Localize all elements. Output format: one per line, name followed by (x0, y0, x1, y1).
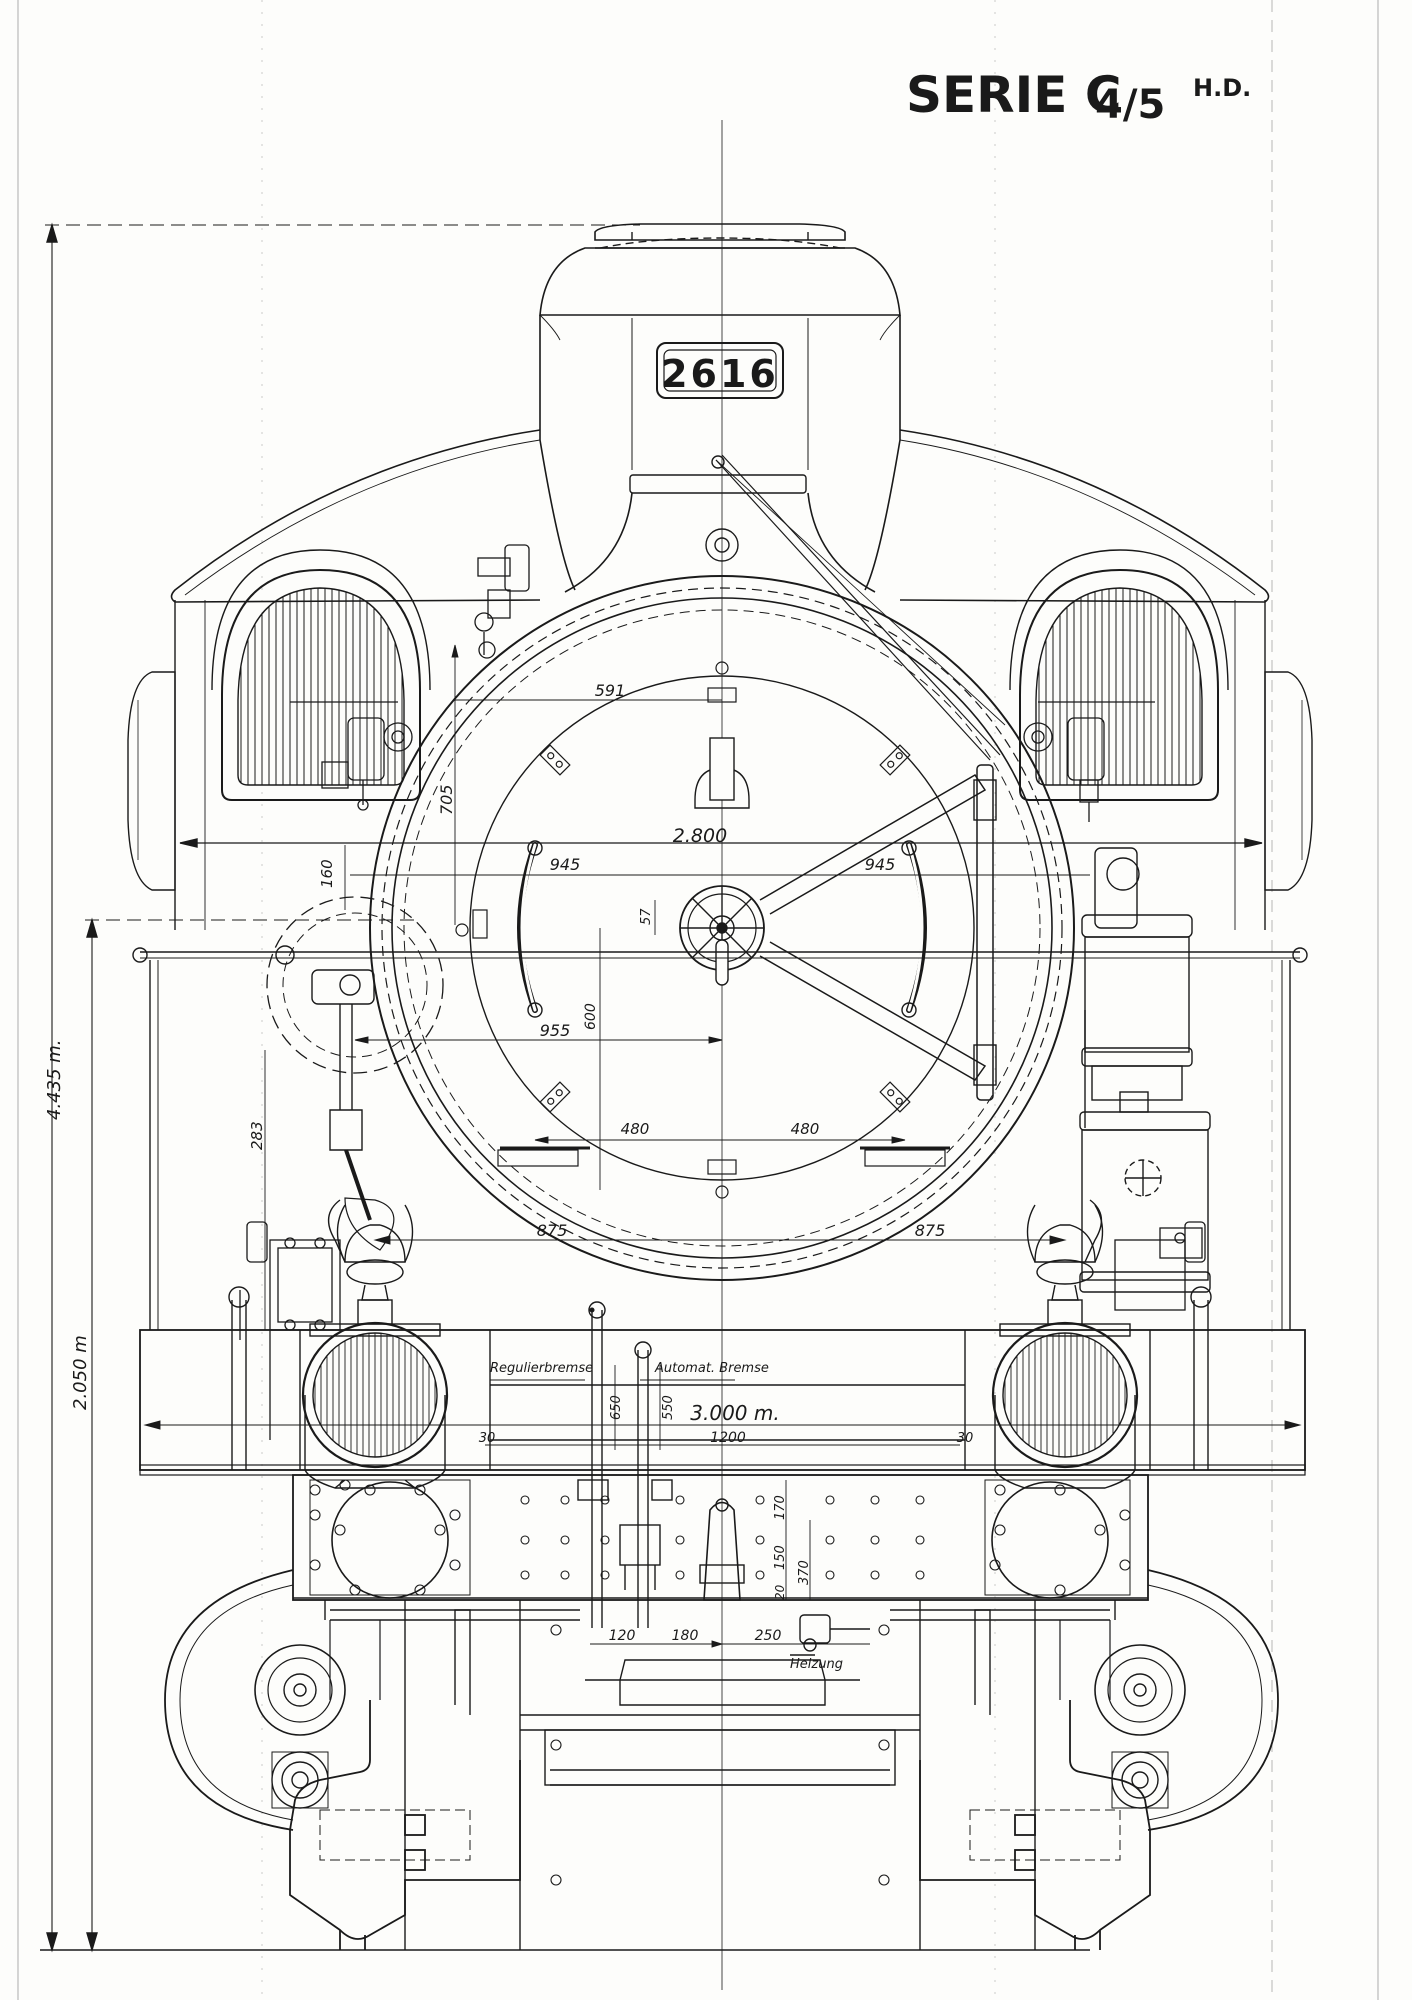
dim-250: 250 (755, 1628, 782, 1644)
dim-480-left: 480 (621, 1120, 650, 1138)
locomotive-number: 2616 (661, 352, 779, 396)
dim-875-right: 875 (915, 1221, 946, 1240)
dim-945-right: 945 (865, 855, 896, 874)
dim-150: 150 (773, 1545, 788, 1570)
dim-650: 650 (609, 1395, 624, 1420)
brake-pipes (324, 1301, 1116, 1656)
dim-3000: 3.000 m. (690, 1401, 779, 1425)
door-clamps (455, 661, 950, 1199)
dim-170: 170 (773, 1495, 788, 1520)
dim-30-right: 30 (957, 1431, 974, 1446)
series-fraction: 4/5 (1095, 82, 1165, 128)
dim-875-left: 875 (537, 1221, 568, 1240)
dim-283: 283 (248, 1121, 266, 1150)
dim-57: 57 (639, 908, 654, 925)
right-headlamp (991, 1204, 1139, 1489)
dim-2800: 2.800 (673, 825, 727, 847)
door-lever-arm (715, 454, 1006, 1101)
right-valve-group (1023, 701, 1155, 822)
right-cylinder-cover (1114, 1221, 1206, 1311)
dim-1200: 1200 (710, 1430, 746, 1446)
dim-705: 705 (437, 784, 456, 815)
dim-591: 591 (595, 681, 626, 700)
right-cab-window (1009, 549, 1229, 801)
smokebox-door (469, 675, 975, 1181)
number-plate (656, 342, 784, 399)
right-side-lamp (1264, 671, 1313, 891)
left-valve-group (290, 544, 530, 811)
chimney (539, 223, 901, 593)
smokebox (369, 575, 1075, 1281)
series-title: SERIE C (906, 66, 1122, 124)
buffer-beam (139, 1286, 1306, 1476)
lower-buffer-plate (292, 1474, 1149, 1601)
right-bogie-wheel (1094, 1569, 1279, 1831)
front-frame (404, 1600, 1036, 1950)
dim-945-left: 945 (550, 855, 581, 874)
dimension-lines (143, 644, 1302, 1648)
label-regulierbremse: Regulierbremse (490, 1361, 593, 1376)
dim-20: 20 (773, 1584, 787, 1600)
left-cab-window (211, 549, 431, 801)
left-cylinder-cover (239, 1221, 341, 1440)
left-life-guard (289, 1700, 521, 1950)
dim-370: 370 (797, 1560, 812, 1585)
dim-180: 180 (672, 1628, 699, 1644)
dim-480-right: 480 (791, 1120, 820, 1138)
dim-160: 160 (318, 859, 336, 888)
label-automat-bremse: Automat. Bremse (654, 1361, 769, 1376)
dim-550: 550 (661, 1395, 676, 1420)
left-side-lamp (127, 671, 176, 891)
dim-955: 955 (540, 1021, 571, 1040)
air-pump (1079, 847, 1211, 1293)
rivets (309, 1307, 1131, 1886)
overall-height-label: 4.435 m. (44, 1039, 65, 1120)
left-bogie-wheel (164, 1569, 346, 1831)
series-suffix: H.D. (1193, 74, 1251, 102)
dim-120: 120 (609, 1628, 636, 1644)
left-reservoir (266, 896, 444, 1221)
label-heizung: Heizung (790, 1657, 843, 1672)
dim-30-left: 30 (479, 1431, 496, 1446)
dim-600: 600 (583, 1003, 599, 1030)
platform-height-label: 2.050 m (70, 1335, 91, 1410)
right-life-guard (919, 1700, 1151, 1950)
front-steps (329, 1620, 1111, 1700)
